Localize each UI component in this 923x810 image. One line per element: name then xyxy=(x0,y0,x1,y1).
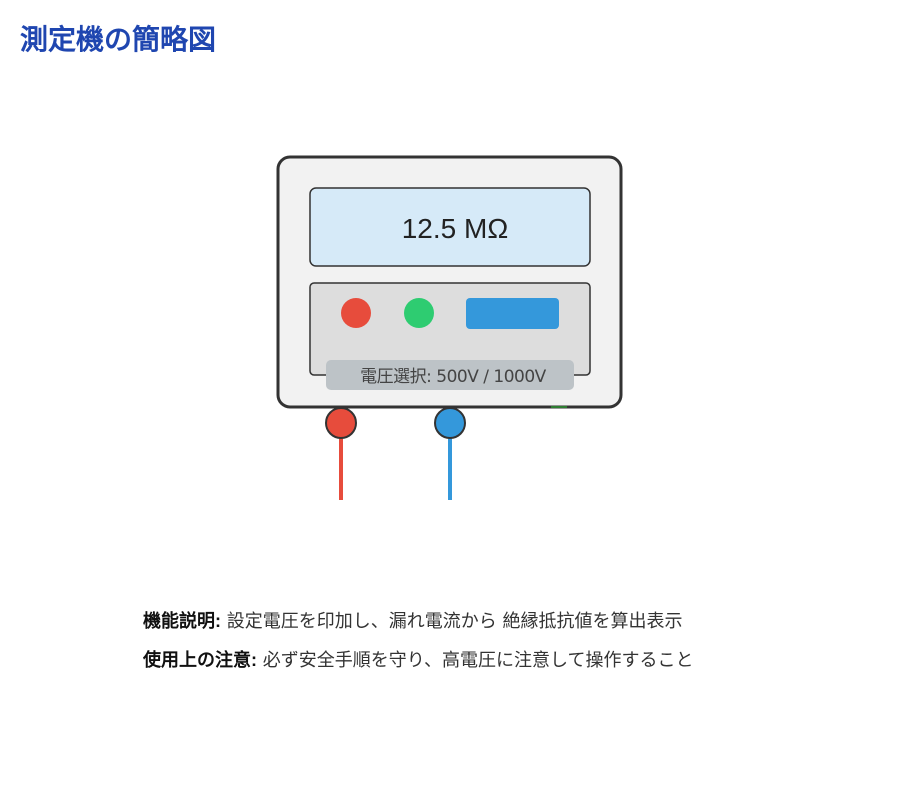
display-value: 12.5 MΩ xyxy=(402,213,509,244)
caution-note: 使用上の注意: 必ず安全手順を守り、高電圧に注意して操作すること xyxy=(143,650,694,671)
page-title: 測定機の簡略図 xyxy=(20,23,217,56)
voltage-selector[interactable] xyxy=(326,360,574,390)
caution-text: 必ず安全手順を守り、高電圧に注意して操作すること xyxy=(262,650,694,671)
notes-section: 機能説明: 設定電圧を印加し、漏れ電流から 絶縁抵抗値を算出表示 使用上の注意:… xyxy=(143,612,693,690)
blue-probe-connector[interactable] xyxy=(434,407,466,439)
function-note: 機能説明: 設定電圧を印加し、漏れ電流から 絶縁抵抗値を算出表示 xyxy=(143,611,693,632)
function-label: 機能説明: xyxy=(143,611,221,631)
voltage-selector-label: 電圧選択: 500V / 1000V xyxy=(360,367,547,387)
function-text: 設定電圧を印加し、漏れ電流から 絶縁抵抗値を算出表示 xyxy=(226,611,683,632)
blue-button[interactable] xyxy=(466,298,559,329)
red-button[interactable] xyxy=(341,298,371,328)
red-probe-connector[interactable] xyxy=(325,407,357,439)
display-screen xyxy=(309,187,591,267)
green-button[interactable] xyxy=(404,298,434,328)
caution-label: 使用上の注意: xyxy=(143,650,257,670)
